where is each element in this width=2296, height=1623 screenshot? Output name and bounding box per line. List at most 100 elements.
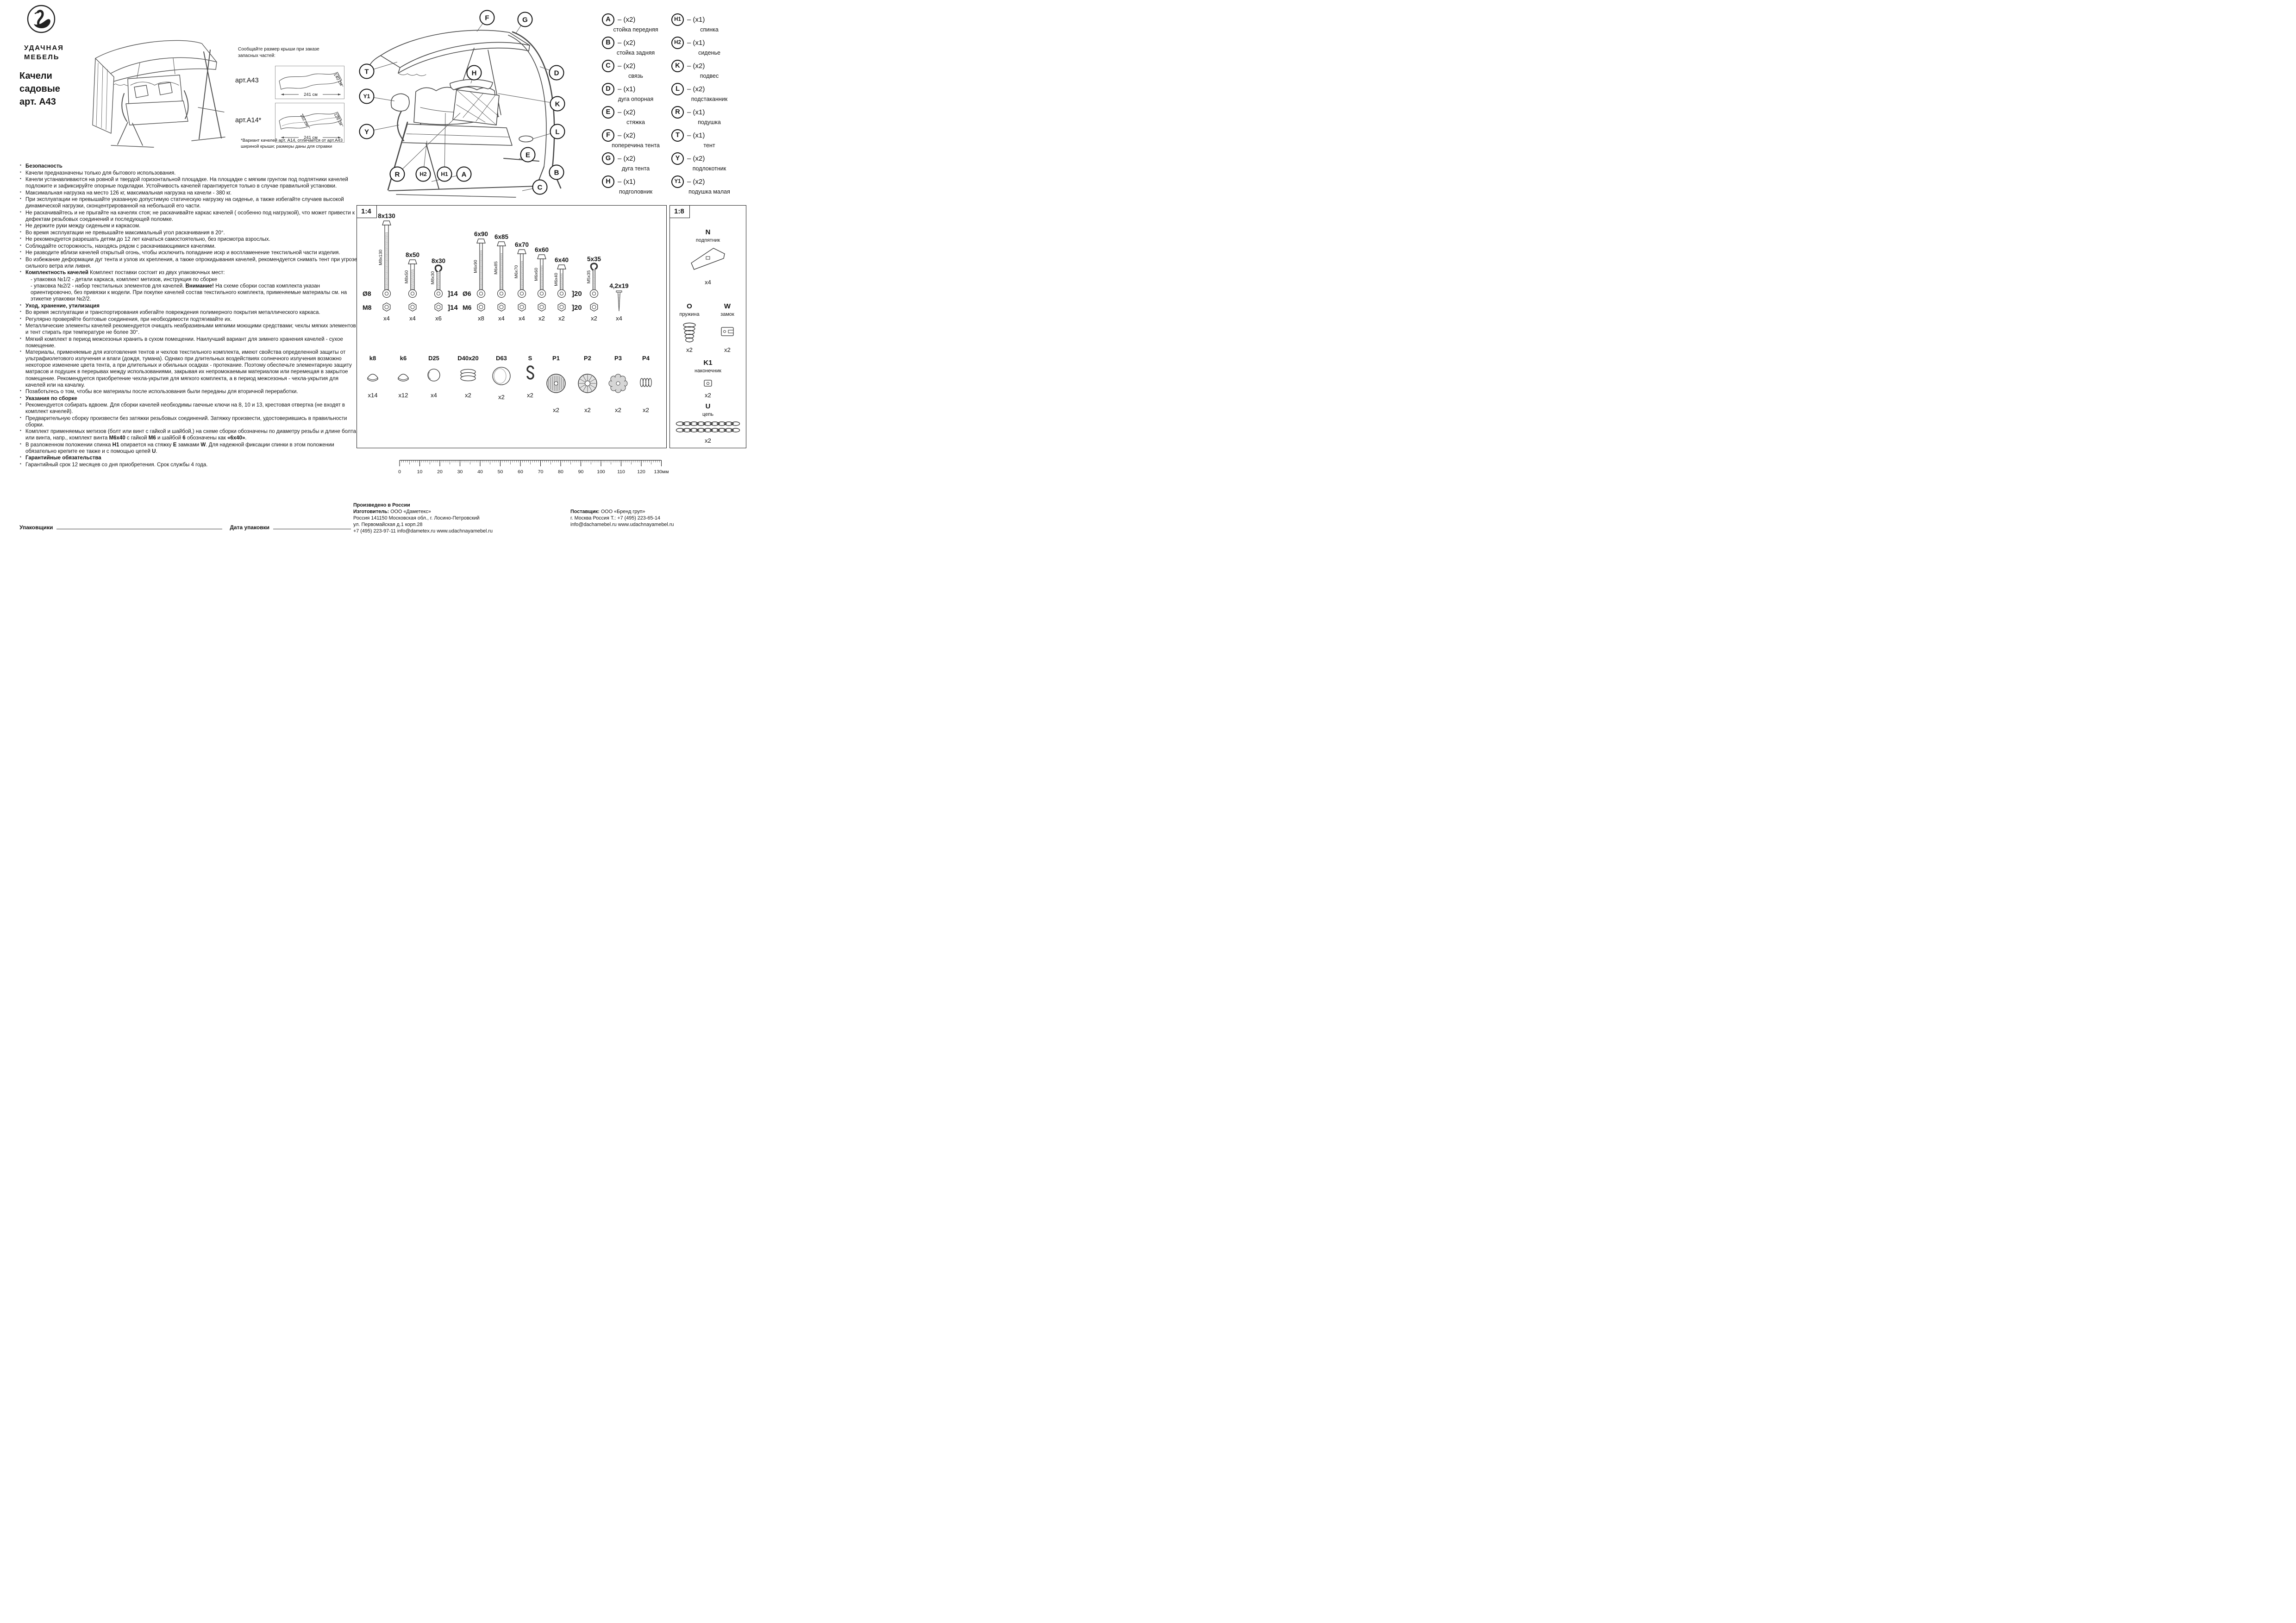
- bullet-icon: ▪: [20, 250, 21, 254]
- part18-qty: x2: [724, 346, 731, 353]
- bottom-rail-front: [396, 194, 516, 198]
- roof-a43-diagram: 241 см 140 см: [275, 66, 344, 99]
- bolt-thread: [384, 248, 389, 249]
- roof-header-line1: Сообщайте размер крыши при заказе: [238, 47, 319, 52]
- part-circle-D: D: [602, 82, 614, 95]
- callout-letter-Y1: Y1: [363, 93, 370, 100]
- screw-thread: [618, 295, 620, 296]
- bolt-thread: [560, 277, 563, 278]
- part-icon-plug2: [589, 384, 595, 388]
- bolt-thread: [520, 263, 524, 264]
- bolt-thread: [479, 254, 483, 255]
- plain-text: и шайбой: [156, 435, 183, 441]
- bolt-thread: [384, 273, 389, 275]
- brand-line1: УДАЧНАЯ: [24, 44, 64, 52]
- bolt-thread: [540, 282, 544, 283]
- part-icon-chain: [724, 421, 733, 426]
- washer-hole: [384, 291, 389, 296]
- part-qty: – (x2): [618, 15, 636, 24]
- plain-text: Не разводите вблизи качелей открытый ого…: [25, 250, 340, 256]
- screw-thread: [618, 294, 620, 295]
- bolt-thread: [410, 284, 415, 285]
- callout-letter-C: C: [538, 184, 543, 192]
- legend-entry-B: B– (x2)стойка задняя: [602, 36, 669, 56]
- part-qty: – (x1): [618, 177, 636, 186]
- ruler-label-30: 30: [457, 469, 463, 475]
- part-qty: – (x2): [618, 131, 636, 139]
- bolt-thread: [520, 269, 524, 270]
- part-icon-disc: [428, 371, 431, 380]
- callout-letter-H1: H1: [441, 171, 448, 177]
- depth-dimension-line: [337, 73, 344, 87]
- screw-size: 4,2x19: [609, 282, 628, 289]
- part-icon-springsm: [648, 378, 652, 387]
- callout-letter-F: F: [485, 14, 489, 22]
- plain-text: На схеме сборки состав комплекта указан …: [31, 283, 347, 302]
- cup-holder: [519, 135, 533, 143]
- bolt-thread: [384, 232, 389, 233]
- bullet-icon: ▪: [20, 236, 21, 241]
- ground-rails: [111, 137, 225, 148]
- bolt-thread: [560, 287, 563, 288]
- part-circle-T: T: [671, 129, 684, 142]
- tie-bar: [503, 158, 539, 162]
- bolt-vertical-label: М6х90: [473, 260, 478, 273]
- part-circle-H1: H1: [671, 13, 684, 26]
- part-name: подлокотник: [692, 165, 726, 172]
- bolt-thread: [384, 243, 389, 244]
- plain-text: Соблюдайте осторожность, находясь рядом …: [25, 243, 216, 249]
- plain-text: Позаботьтесь о том, чтобы все материалы …: [25, 389, 298, 395]
- bolt-thread: [540, 270, 544, 271]
- part-qty: – (x2): [618, 62, 636, 70]
- part-icon-lock: [723, 330, 726, 333]
- part-icon-cap: [367, 374, 378, 382]
- armrest-right: [184, 90, 189, 119]
- part-icon-chain: [724, 428, 733, 432]
- inner-dimension-line: [302, 113, 310, 129]
- callout-letter-A: A: [462, 171, 467, 179]
- part-qty: – (x2): [618, 154, 636, 163]
- plain-text: .: [156, 448, 157, 454]
- callout-letter-L: L: [555, 128, 559, 136]
- part-circle-Y1: Y1: [671, 175, 684, 188]
- bolt-thread: [500, 265, 503, 266]
- part18-name: наконечник: [694, 368, 721, 374]
- washer-hole: [499, 291, 504, 296]
- part18-qty: x2: [705, 437, 711, 444]
- callout-circle-K: [550, 96, 565, 112]
- plain-text: опирается на стяжку: [119, 442, 173, 448]
- part-icon-chain: [710, 421, 719, 426]
- part-qty: – (x1): [618, 85, 636, 93]
- hanger-straps: [137, 58, 175, 78]
- bolt-head: [476, 238, 486, 244]
- instruction-item: ▪Указания по сборке: [19, 395, 357, 402]
- small-part-qty: x2: [643, 407, 649, 414]
- hangers: [462, 48, 501, 115]
- part-qty: – (x2): [687, 177, 705, 186]
- part-name: спинка: [700, 26, 719, 33]
- part-icon-bigdisc: [494, 368, 507, 384]
- plain-text: Во избежание деформации дуг тента и узло…: [25, 257, 357, 269]
- part-icon-plug2: [580, 384, 586, 388]
- bolt-thread: [520, 285, 524, 286]
- part-icon-plug1: [554, 381, 558, 386]
- washer-total-count: ]14: [448, 290, 458, 298]
- bolt-thread: [500, 287, 503, 288]
- swing-exploded-art: [368, 30, 562, 198]
- bolt-thread: [500, 271, 503, 272]
- part-circle-L: L: [671, 82, 684, 95]
- ruler-label-70: 70: [538, 469, 544, 475]
- part-icon-foot: [691, 253, 725, 270]
- part-icon-foot: [706, 256, 710, 260]
- hardware-1-4-drawing: Ø8M8]14]148x130М8х130x48x50М8х50x48x30М8…: [363, 213, 652, 414]
- callout-circle-F: [479, 10, 495, 25]
- bolt-size-6x70: 6x70: [515, 241, 529, 248]
- bolt-thread: [540, 276, 544, 277]
- small-part-qty: x2: [553, 407, 559, 414]
- bolt-thread: [560, 281, 563, 282]
- bolt-vertical-label: М6х70: [514, 265, 519, 279]
- bolt-thread: [479, 273, 483, 275]
- part-icon-bigdisc: [492, 367, 511, 385]
- brand-line2: МЕБЕЛЬ: [24, 53, 60, 61]
- brand-logo-swan-icon: [27, 5, 56, 33]
